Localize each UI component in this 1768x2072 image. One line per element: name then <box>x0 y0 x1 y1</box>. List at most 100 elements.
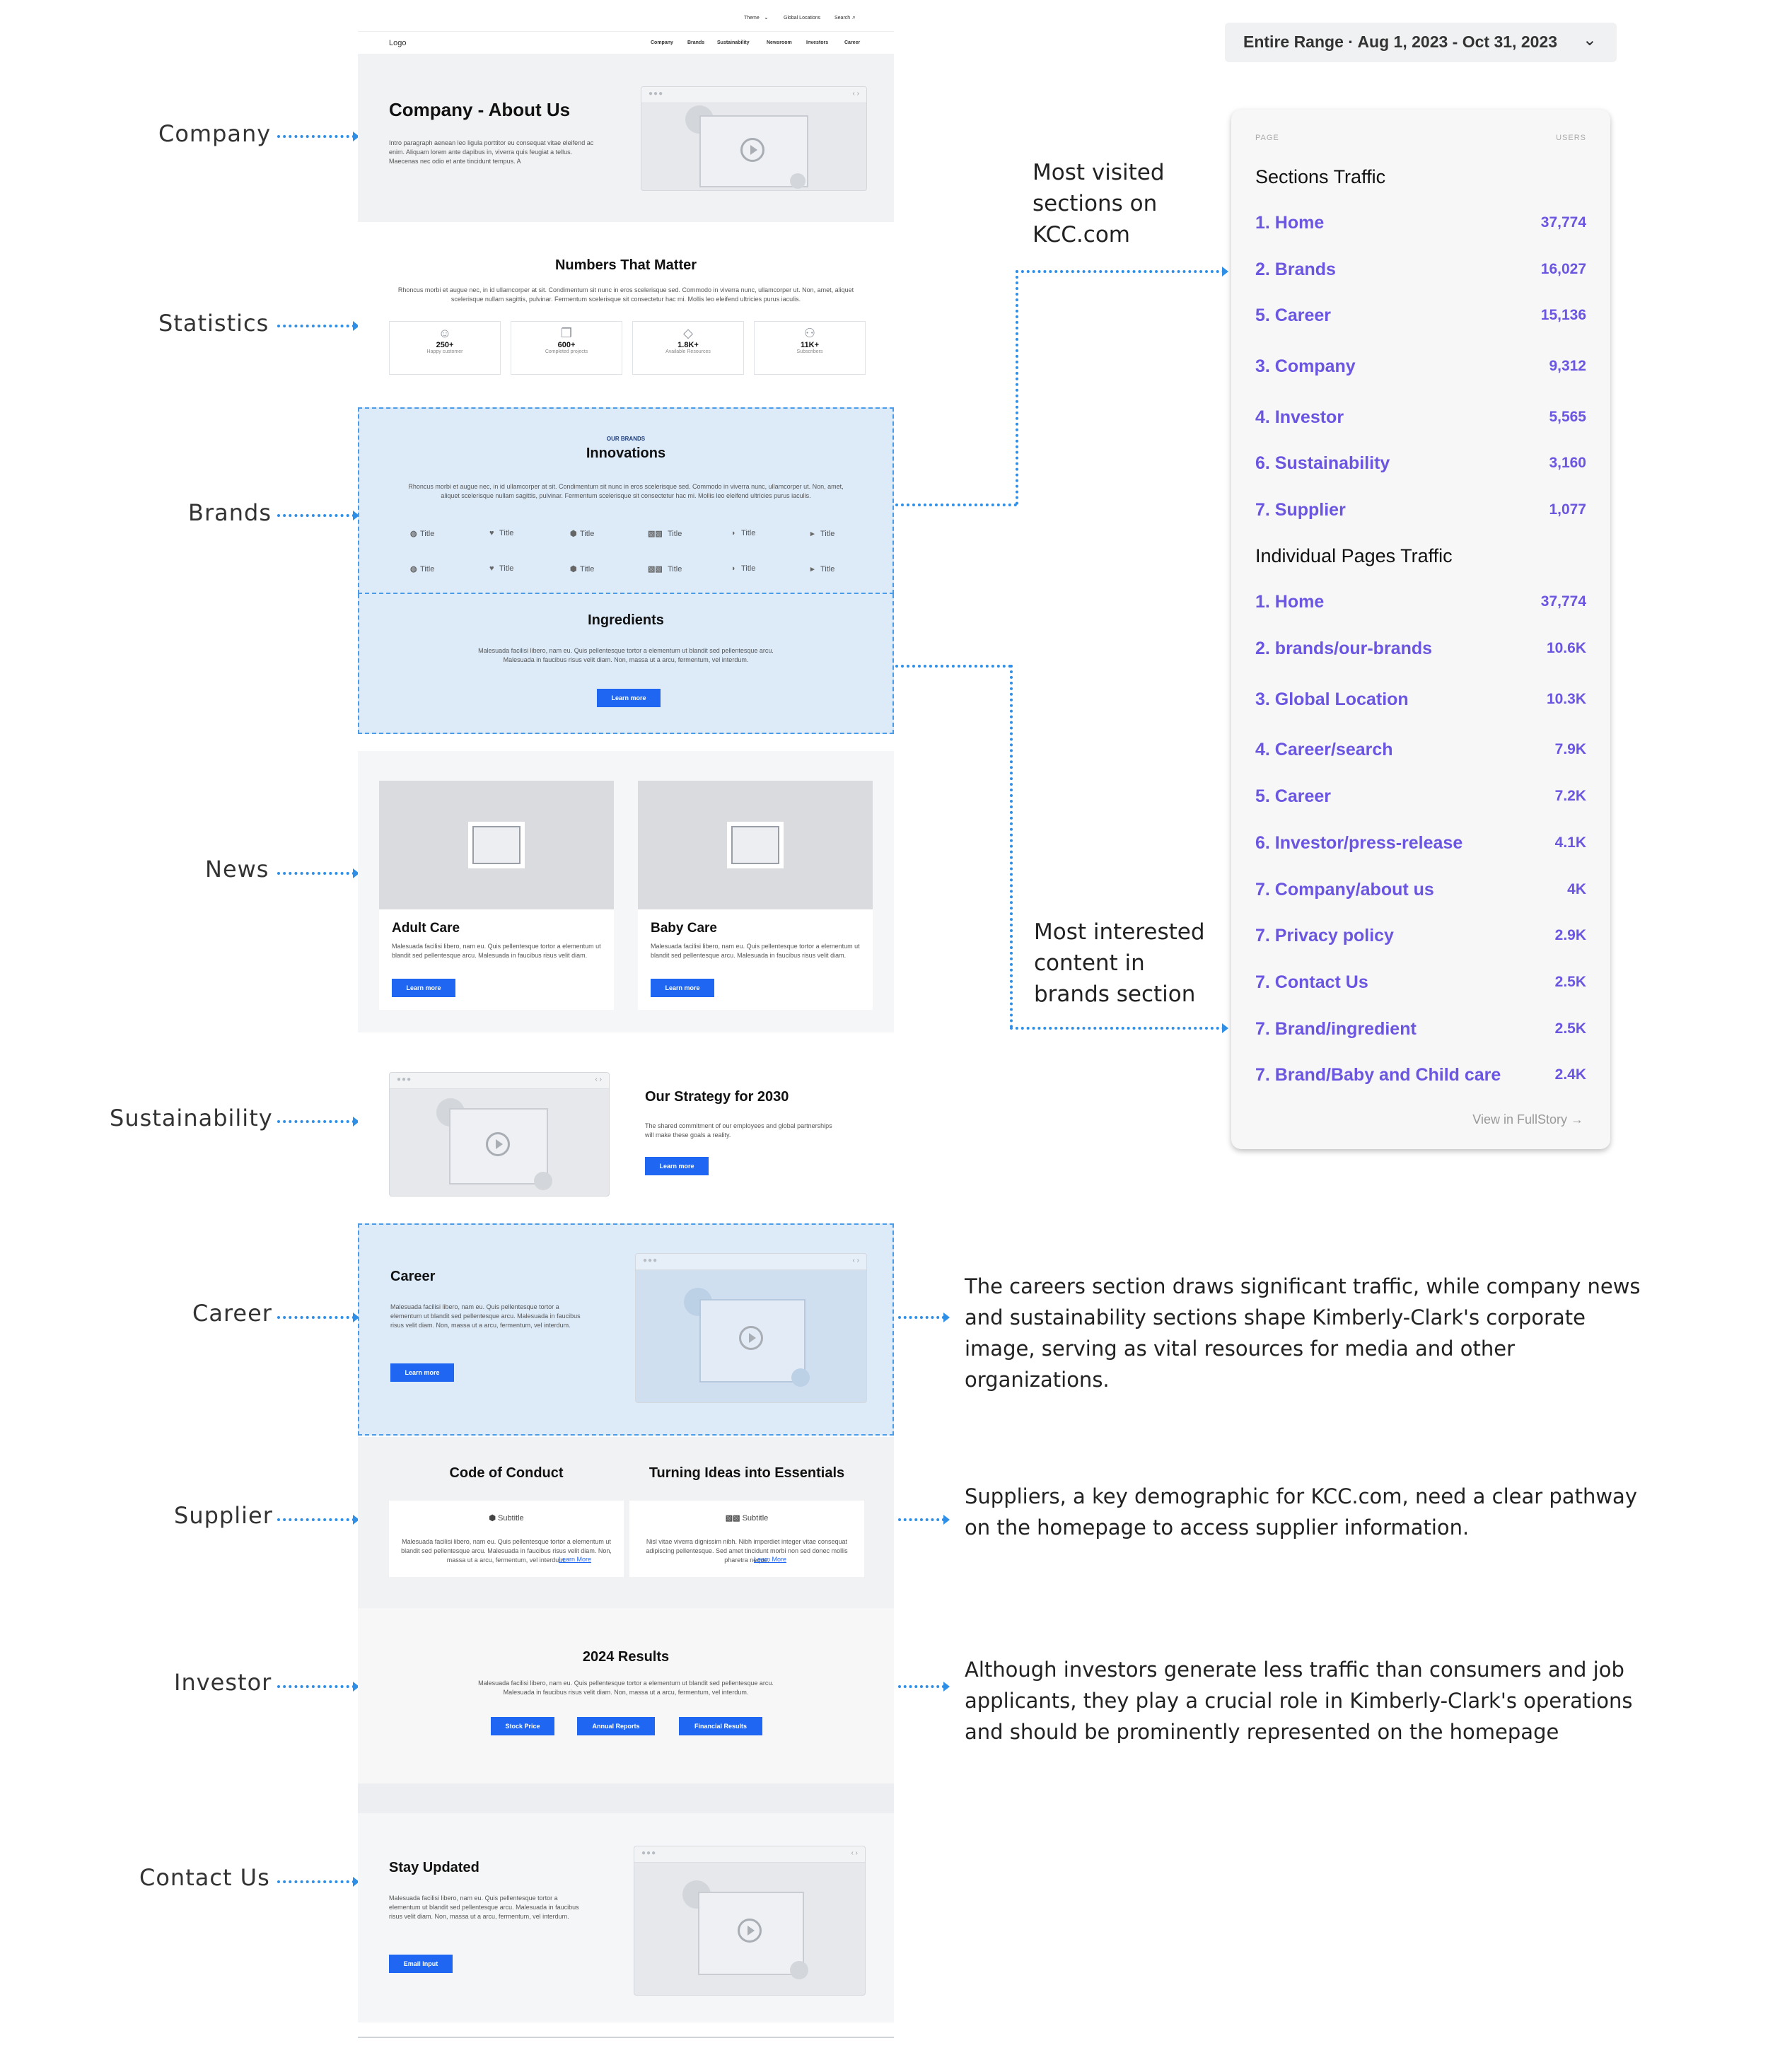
supplier-card-code-of-conduct[interactable]: ⬢ Subtitle Malesuada facilisi libero, na… <box>389 1501 624 1577</box>
theme-menu[interactable]: Theme <box>744 16 760 21</box>
nav-item-career[interactable]: Career <box>844 40 861 45</box>
ingredients-learn-more-button[interactable]: Learn more <box>597 689 661 707</box>
nav-item-newsroom[interactable]: Newsroom <box>767 40 792 45</box>
brand-logo[interactable]: ▸Title <box>810 529 834 538</box>
ingredients-title: Ingredients <box>588 612 664 628</box>
stat-number: 600+ <box>557 341 576 349</box>
nav-item-brands[interactable]: Brands <box>687 40 705 45</box>
brand-logo[interactable]: ♥Title <box>489 529 513 537</box>
contact-video-placeholder[interactable]: ●●●‹ › <box>634 1846 866 1996</box>
email-input-button[interactable]: Email Input <box>389 1955 453 1973</box>
brand-logo[interactable]: ▧▧Title <box>648 564 682 574</box>
supplier-learn-more-link[interactable]: Learn More <box>754 1556 787 1563</box>
brand-title: Title <box>580 530 595 538</box>
search-icon[interactable]: ⌕ <box>852 13 856 21</box>
sustainability-body: The shared commitment of our employees a… <box>645 1122 832 1139</box>
career-video-placeholder[interactable]: ●●●‹ › <box>635 1253 867 1403</box>
sustainability-learn-more-button[interactable]: Learn more <box>645 1157 709 1175</box>
play-icon[interactable] <box>486 1132 510 1156</box>
arrow-statistics <box>277 325 355 327</box>
stat-label: Available Resources <box>665 349 711 354</box>
news-learn-more-button[interactable]: Learn more <box>392 979 455 997</box>
financial-results-button[interactable]: Financial Results <box>679 1717 762 1735</box>
brand-logo[interactable]: ⬢Title <box>570 564 594 574</box>
brand-logo[interactable]: ◗Title <box>731 529 755 537</box>
brand-title: Title <box>420 565 435 574</box>
annual-reports-button[interactable]: Annual Reports <box>577 1717 655 1735</box>
nav-item-company[interactable]: Company <box>651 40 673 45</box>
connector-ingredients <box>1010 665 1013 1028</box>
nav-item-investors[interactable]: Investors <box>806 40 829 45</box>
supplier-card-turning-ideas[interactable]: ▧▧ Subtitle Nisl vitae viverra dignissim… <box>629 1501 864 1577</box>
brand-title: Title <box>668 565 682 574</box>
brand-d-icon: ◗ <box>731 529 736 537</box>
stats-body: Rhoncus morbi et augue nec, in id ullamc… <box>397 286 854 303</box>
stock-price-button[interactable]: Stock Price <box>491 1717 554 1735</box>
news-card-baby-care[interactable]: Baby Care Malesuada facilisi libero, nam… <box>638 781 873 1010</box>
hero-video-placeholder[interactable]: ●●●‹ › <box>641 86 867 191</box>
search-link[interactable]: Search <box>834 16 851 21</box>
supplier-col2-title: Turning Ideas into Essentials <box>649 1465 845 1481</box>
news-section: Adult Care Malesuada facilisi libero, na… <box>358 751 894 1032</box>
supplier-col1-title: Code of Conduct <box>449 1465 564 1481</box>
sustainability-video-placeholder[interactable]: ●●●‹ › <box>389 1072 610 1197</box>
nav-item-sustainability[interactable]: Sustainability <box>717 40 750 45</box>
brand-logo[interactable]: ▸Title <box>810 564 834 574</box>
sustainability-section: ●●●‹ › Our Strategy for 2030 The shared … <box>358 1051 894 1206</box>
news-card-adult-care[interactable]: Adult Care Malesuada facilisi libero, na… <box>379 781 614 1010</box>
brand-flag-icon: ▸ <box>810 565 815 574</box>
play-icon[interactable] <box>740 138 764 162</box>
brand-logo[interactable]: ⬢Title <box>570 529 594 538</box>
investor-note: Although investors generate less traffic… <box>965 1658 1633 1744</box>
stat-number: 1.8K+ <box>677 341 699 349</box>
chevron-down-icon: ⌄ <box>1582 30 1597 50</box>
label-investor: Investor <box>174 1669 272 1696</box>
news-learn-more-button[interactable]: Learn more <box>651 979 714 997</box>
career-learn-more-button[interactable]: Learn more <box>390 1363 454 1382</box>
most-visited-note: Most visited sections on KCC.com <box>1033 160 1165 248</box>
arrow-head-icon <box>353 1117 359 1127</box>
connector-ingredients <box>895 665 1011 668</box>
brand-heart-icon: ♥ <box>489 564 494 573</box>
logo[interactable]: Logo <box>389 39 407 47</box>
chevron-down-icon: ⌄ <box>764 14 769 21</box>
play-icon[interactable] <box>738 1919 762 1943</box>
brand-logo[interactable]: ◍Title <box>410 564 434 574</box>
brand-logo[interactable]: ▧▧Title <box>648 529 682 538</box>
view-in-fullstory-link[interactable]: View in FullStory → <box>1472 1112 1583 1127</box>
date-range-label: Entire Range · Aug 1, 2023 - Oct 31, 202… <box>1243 33 1557 51</box>
supplier-learn-more-link[interactable]: Learn More <box>559 1556 592 1563</box>
brand-logo[interactable]: ◗Title <box>731 564 755 573</box>
brand-hex-icon: ⬢ <box>570 565 577 574</box>
brand-title: Title <box>580 565 595 574</box>
global-locations-link[interactable]: Global Locations <box>784 16 821 21</box>
diamond-icon: ◇ <box>683 326 693 340</box>
arrow-head-icon <box>353 868 359 878</box>
sections-traffic-title: Sections Traffic <box>1255 166 1386 187</box>
brand-logo[interactable]: ◍Title <box>410 529 434 538</box>
brand-logo[interactable]: ♥Title <box>489 564 513 573</box>
brands-section: OUR BRANDS Innovations Rhoncus morbi et … <box>358 407 894 594</box>
most-interested-note: Most interested content in brands sectio… <box>1034 919 1205 1007</box>
play-icon[interactable] <box>739 1326 763 1350</box>
date-range-dropdown[interactable]: Entire Range · Aug 1, 2023 - Oct 31, 202… <box>1225 23 1617 62</box>
